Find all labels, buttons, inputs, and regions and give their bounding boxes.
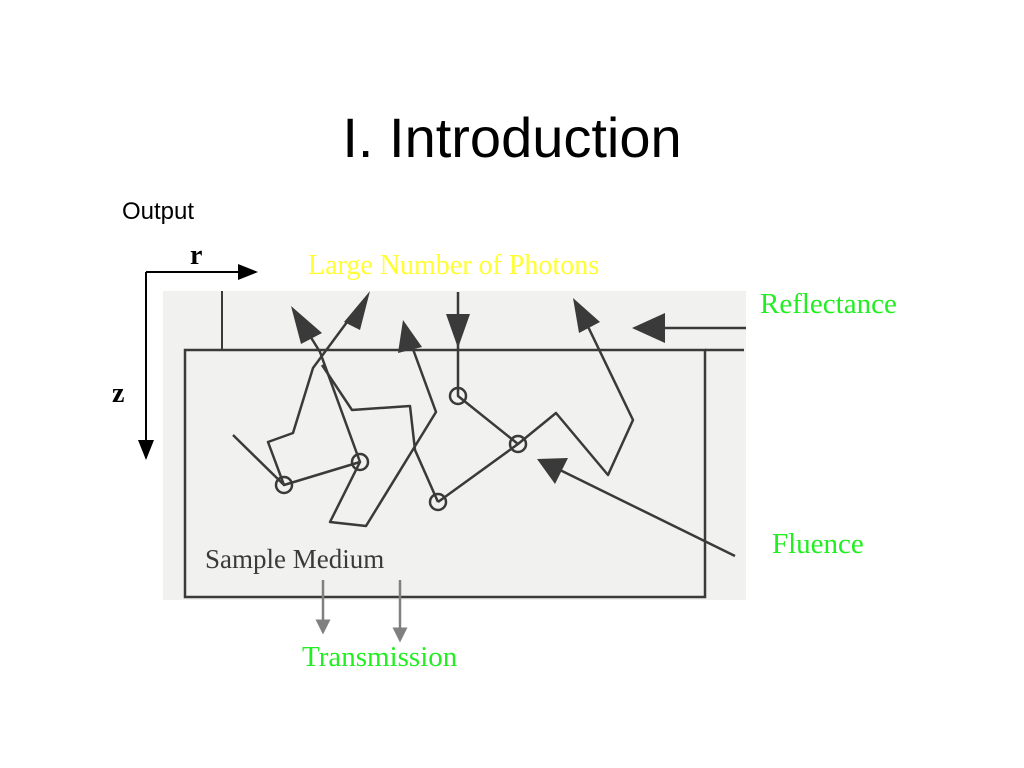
scatter-event [508,434,528,454]
arrowhead [573,298,600,333]
slide-title: I. Introduction [342,106,682,169]
scatter-event [274,475,294,495]
arrowhead [632,313,665,343]
fluence-label: Fluence [772,528,864,560]
output-label: Output [122,198,195,225]
reflectance-label: Reflectance [760,288,897,320]
photon-path-c [328,329,438,528]
scatter-event [350,452,370,472]
photon-path-a [232,317,352,487]
axis-z-label: z [112,378,125,409]
photon-path-f [320,364,440,503]
sample-medium-label: Sample Medium [205,544,385,574]
scan-background [163,291,746,600]
arrowhead [537,458,568,484]
arrowhead [446,314,470,348]
arrowhead [398,320,422,353]
fluence-pointer [559,468,736,558]
arrowhead [344,291,370,330]
sample-medium-box [183,348,707,599]
scatter-event [428,492,448,512]
photons-label: Large Number of Photons [308,250,600,281]
arrowhead [291,306,322,344]
scatter-event [448,386,468,406]
photon-path-e [437,309,635,504]
axis-r-label: r [190,240,203,271]
scattering-events [274,386,528,512]
transmission-label: Transmission [302,641,458,673]
photon-arrowheads [291,291,665,484]
